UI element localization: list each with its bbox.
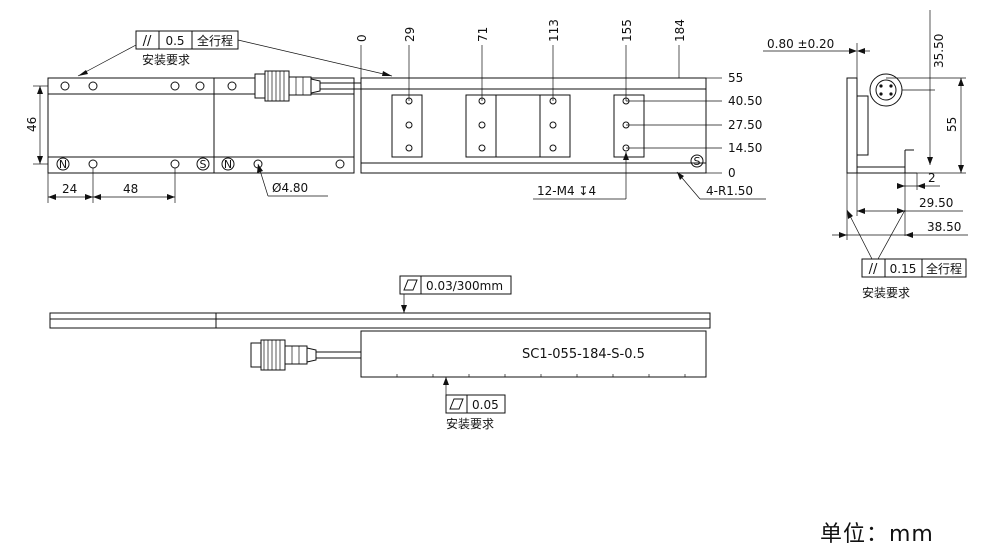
svg-text:38.50: 38.50 <box>927 220 961 234</box>
svg-text:全行程: 全行程 <box>926 261 962 276</box>
svg-text:0.03/300mm: 0.03/300mm <box>426 279 503 293</box>
m4-holes <box>405 97 630 152</box>
svg-text:Ø4.80: Ø4.80 <box>272 181 308 195</box>
dim-side-3550: 35.50 <box>902 10 946 165</box>
dim-side-55: 55 <box>886 77 966 174</box>
svg-text:0.15: 0.15 <box>890 262 917 276</box>
dim-side-2950: 29.50 <box>856 173 963 216</box>
svg-text:0.05: 0.05 <box>472 398 499 412</box>
top-view: N S N S <box>25 19 766 203</box>
parallelism-callout-top: // 0.5 全行程 安装要求 <box>77 30 393 77</box>
dim-side-3850: 38.50 <box>832 173 968 240</box>
magnet-track-left <box>47 77 215 174</box>
svg-text:35.50: 35.50 <box>932 34 946 68</box>
south-marker-2: S <box>690 154 704 168</box>
dim-thread: 12-M4 ↧4 <box>533 152 629 200</box>
model-number: SC1-055-184-S-0.5 <box>522 347 645 362</box>
scale-right-40-50: 40.50 <box>728 94 762 108</box>
cable-connector-top <box>254 70 361 102</box>
svg-text:46: 46 <box>25 117 39 132</box>
scale-right-27-50: 27.50 <box>728 118 762 132</box>
svg-text:S: S <box>694 155 701 168</box>
rail-front <box>49 312 711 329</box>
dim-side-gap: 0.80 ±0.20 <box>763 37 870 78</box>
svg-text:0.80 ±0.20: 0.80 ±0.20 <box>767 37 834 51</box>
dim-hole-diameter: Ø4.80 <box>257 163 328 197</box>
dim-48: 48 <box>123 182 138 196</box>
scale-top-29: 29 <box>403 27 417 42</box>
south-marker-1: S <box>196 157 210 171</box>
unit-label: 单位：mm <box>820 522 934 547</box>
front-bottom-ticks <box>396 374 686 377</box>
connector-end-icon <box>869 73 903 107</box>
north-marker-1: N <box>56 157 70 171</box>
scale-right-55: 55 <box>728 71 743 85</box>
scale-top-155: 155 <box>620 19 634 42</box>
right-ordinate-scale: 55 40.50 27.50 14.50 0 <box>626 71 762 180</box>
svg-text:29.50: 29.50 <box>919 196 953 210</box>
scale-right-0: 0 <box>728 166 736 180</box>
top-ordinate-scale: 0 29 71 113 155 184 <box>355 19 687 101</box>
parallelism-callout-side: // 0.15 全行程 安装要求 <box>846 209 967 300</box>
dim-pitch: 24 48 <box>47 168 176 203</box>
svg-text:N: N <box>59 158 67 171</box>
scale-top-0: 0 <box>355 34 369 42</box>
svg-text:0.5: 0.5 <box>165 34 184 48</box>
cable-connector-front <box>250 339 361 371</box>
flatness-callout-mount: 0.05 安装要求 <box>443 377 506 431</box>
svg-text:S: S <box>200 158 207 171</box>
scale-top-71: 71 <box>476 27 490 42</box>
svg-text:安装要求: 安装要求 <box>446 416 494 431</box>
scale-right-14-50: 14.50 <box>728 141 762 155</box>
sensor-head-front <box>360 330 707 378</box>
north-marker-2: N <box>221 157 235 171</box>
dim-side-2: 2 <box>897 171 940 236</box>
side-view: 0.80 ±0.20 35.50 55 2 <box>763 10 968 300</box>
svg-text:全行程: 全行程 <box>197 33 233 48</box>
front-view: SC1-055-184-S-0.5 0.03/300mm <box>49 275 711 431</box>
scale-top-184: 184 <box>673 19 687 42</box>
svg-text:55: 55 <box>945 117 959 132</box>
svg-text:12-M4 ↧4: 12-M4 ↧4 <box>537 184 596 198</box>
track-holes-top <box>60 81 237 91</box>
dim-24: 24 <box>62 182 77 196</box>
flatness-callout-rail: 0.03/300mm <box>399 275 512 313</box>
svg-text:安装要求: 安装要求 <box>142 52 190 67</box>
svg-text:4-R1.50: 4-R1.50 <box>706 184 753 198</box>
svg-text:N: N <box>224 158 232 171</box>
track-holes-bottom <box>88 159 345 169</box>
dim-radius: 4-R1.50 <box>676 171 766 200</box>
scale-top-113: 113 <box>547 19 561 42</box>
svg-text:安装要求: 安装要求 <box>862 285 910 300</box>
svg-text:2: 2 <box>928 171 936 185</box>
sensor-head-top <box>360 77 707 174</box>
dim-height-46: 46 <box>25 85 48 165</box>
svg-text://: // <box>869 262 878 277</box>
svg-text://: // <box>143 34 152 49</box>
